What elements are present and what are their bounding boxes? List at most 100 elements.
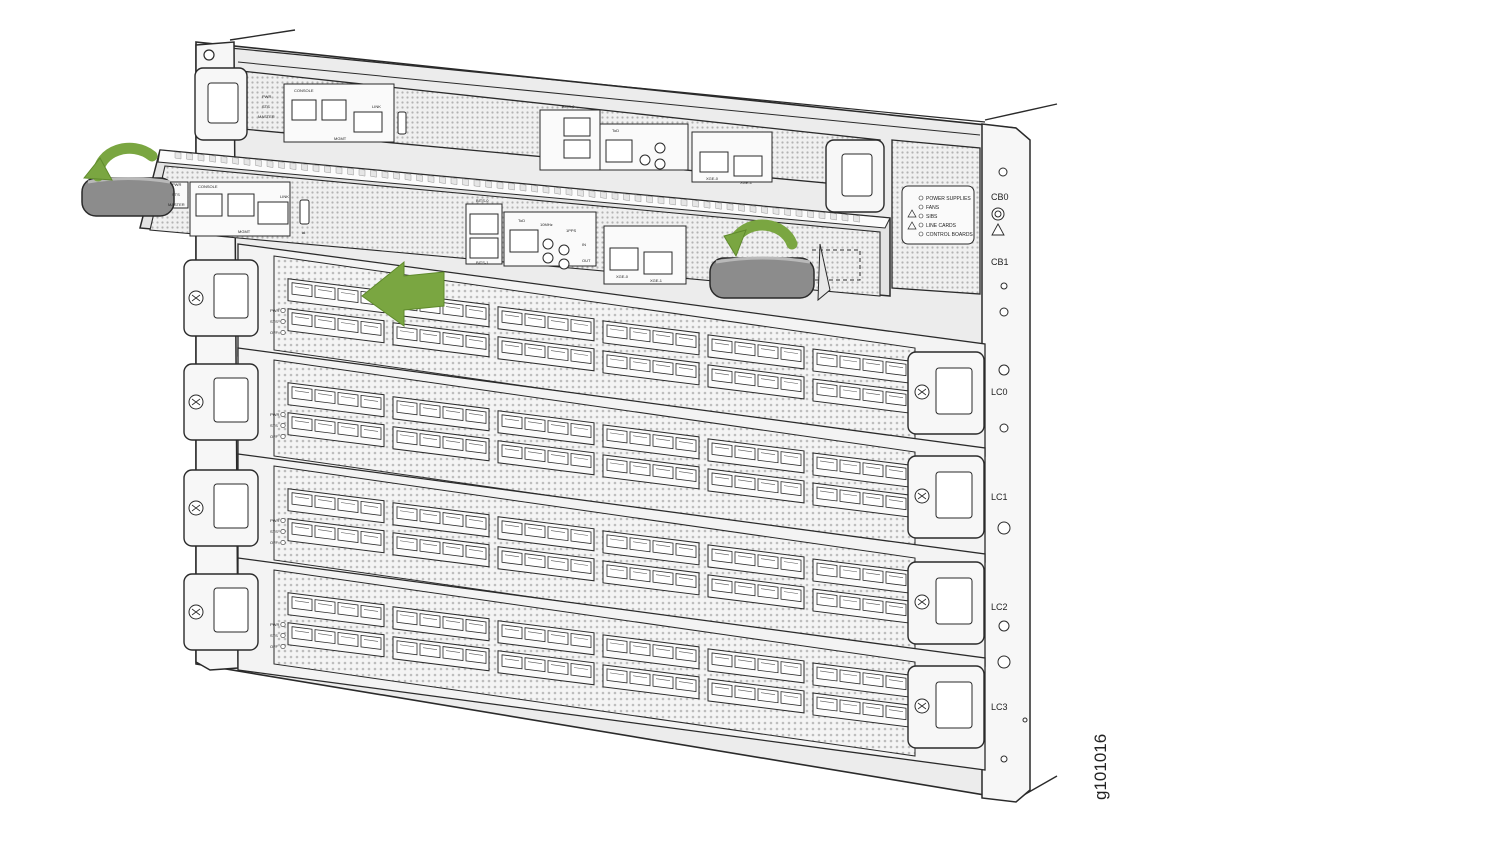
qsfp-port[interactable] — [501, 444, 523, 460]
qsfp-port[interactable] — [291, 386, 313, 402]
qsfp-port[interactable] — [629, 327, 651, 343]
qsfp-port[interactable] — [570, 663, 592, 678]
qsfp-port[interactable] — [419, 643, 441, 659]
qsfp-port[interactable] — [419, 329, 441, 345]
qsfp-port[interactable] — [442, 646, 464, 662]
qsfp-port[interactable] — [885, 495, 907, 511]
qsfp-port[interactable] — [524, 523, 546, 539]
qsfp-port[interactable] — [862, 492, 884, 508]
cb1-usb-port[interactable] — [299, 199, 310, 225]
qsfp-port[interactable] — [675, 467, 697, 483]
qsfp-port[interactable] — [465, 408, 487, 424]
qsfp-port[interactable] — [757, 448, 779, 464]
cb1-ejector-right[interactable] — [709, 257, 815, 299]
qsfp-port[interactable] — [337, 632, 359, 647]
qsfp-port[interactable] — [396, 640, 418, 656]
qsfp-port[interactable] — [396, 326, 418, 342]
qsfp-port[interactable] — [547, 630, 569, 646]
qsfp-port[interactable] — [606, 668, 628, 684]
qsfp-port[interactable] — [314, 419, 336, 435]
qsfp-port[interactable] — [862, 598, 884, 614]
cb0-sfp-port[interactable] — [353, 111, 383, 133]
qsfp-port[interactable] — [652, 330, 674, 346]
qsfp-port[interactable] — [757, 374, 779, 390]
qsfp-port[interactable] — [442, 302, 464, 318]
qsfp-port[interactable] — [780, 661, 802, 677]
qsfp-port[interactable] — [360, 424, 382, 440]
cb1-mgmt-port[interactable] — [227, 193, 255, 217]
qsfp-port[interactable] — [675, 573, 697, 589]
cb0-console-port[interactable] — [291, 99, 317, 121]
qsfp-port[interactable] — [816, 666, 838, 682]
qsfp-port[interactable] — [337, 528, 359, 543]
qsfp-port[interactable] — [885, 675, 907, 691]
qsfp-port[interactable] — [291, 522, 313, 538]
qsfp-port[interactable] — [606, 428, 628, 444]
qsfp-port[interactable] — [675, 333, 697, 349]
qsfp-port[interactable] — [606, 354, 628, 370]
qsfp-port[interactable] — [839, 489, 861, 505]
qsfp-port[interactable] — [816, 696, 838, 712]
qsfp-port[interactable] — [314, 599, 336, 615]
qsfp-port[interactable] — [337, 318, 359, 333]
qsfp-port[interactable] — [780, 557, 802, 573]
qsfp-port[interactable] — [711, 548, 733, 564]
qsfp-port[interactable] — [734, 551, 756, 567]
qsfp-port[interactable] — [570, 349, 592, 364]
qsfp-port[interactable] — [396, 536, 418, 552]
qsfp-port[interactable] — [734, 445, 756, 461]
qsfp-port[interactable] — [629, 431, 651, 447]
qsfp-port[interactable] — [465, 334, 487, 350]
qsfp-port[interactable] — [291, 282, 313, 298]
qsfp-port[interactable] — [291, 416, 313, 432]
qsfp-port[interactable] — [360, 500, 382, 516]
qsfp-port[interactable] — [862, 462, 884, 478]
qsfp-port[interactable] — [862, 388, 884, 404]
qsfp-port[interactable] — [337, 422, 359, 437]
qsfp-port[interactable] — [606, 564, 628, 580]
cb1-ejector-left[interactable] — [81, 177, 175, 217]
qsfp-port[interactable] — [711, 338, 733, 354]
qsfp-port[interactable] — [885, 465, 907, 481]
qsfp-port[interactable] — [675, 543, 697, 559]
qsfp-port[interactable] — [291, 312, 313, 328]
qsfp-port[interactable] — [862, 568, 884, 584]
qsfp-port[interactable] — [396, 400, 418, 416]
qsfp-port[interactable] — [606, 534, 628, 550]
qsfp-port[interactable] — [337, 498, 359, 513]
qsfp-port[interactable] — [734, 655, 756, 671]
qsfp-port[interactable] — [629, 671, 651, 687]
qsfp-port[interactable] — [629, 357, 651, 373]
qsfp-port[interactable] — [524, 313, 546, 329]
qsfp-port[interactable] — [396, 430, 418, 446]
qsfp-port[interactable] — [547, 526, 569, 542]
qsfp-port[interactable] — [757, 478, 779, 494]
qsfp-port[interactable] — [780, 691, 802, 707]
qsfp-port[interactable] — [675, 363, 697, 379]
qsfp-port[interactable] — [465, 544, 487, 560]
qsfp-port[interactable] — [465, 618, 487, 634]
qsfp-port[interactable] — [396, 610, 418, 626]
qsfp-port[interactable] — [816, 562, 838, 578]
qsfp-port[interactable] — [711, 578, 733, 594]
qsfp-port[interactable] — [816, 592, 838, 608]
qsfp-port[interactable] — [442, 332, 464, 348]
qsfp-port[interactable] — [396, 506, 418, 522]
qsfp-port[interactable] — [629, 461, 651, 477]
qsfp-port[interactable] — [652, 570, 674, 586]
qsfp-port[interactable] — [419, 403, 441, 419]
qsfp-port[interactable] — [711, 472, 733, 488]
qsfp-port[interactable] — [675, 677, 697, 693]
qsfp-port[interactable] — [780, 587, 802, 603]
qsfp-port[interactable] — [442, 512, 464, 528]
qsfp-port[interactable] — [465, 648, 487, 664]
qsfp-port[interactable] — [442, 406, 464, 422]
qsfp-port[interactable] — [734, 581, 756, 597]
qsfp-port[interactable] — [314, 389, 336, 405]
qsfp-port[interactable] — [652, 360, 674, 376]
qsfp-port[interactable] — [524, 343, 546, 359]
qsfp-port[interactable] — [360, 320, 382, 336]
qsfp-port[interactable] — [419, 433, 441, 449]
qsfp-port[interactable] — [606, 638, 628, 654]
qsfp-port[interactable] — [314, 495, 336, 511]
